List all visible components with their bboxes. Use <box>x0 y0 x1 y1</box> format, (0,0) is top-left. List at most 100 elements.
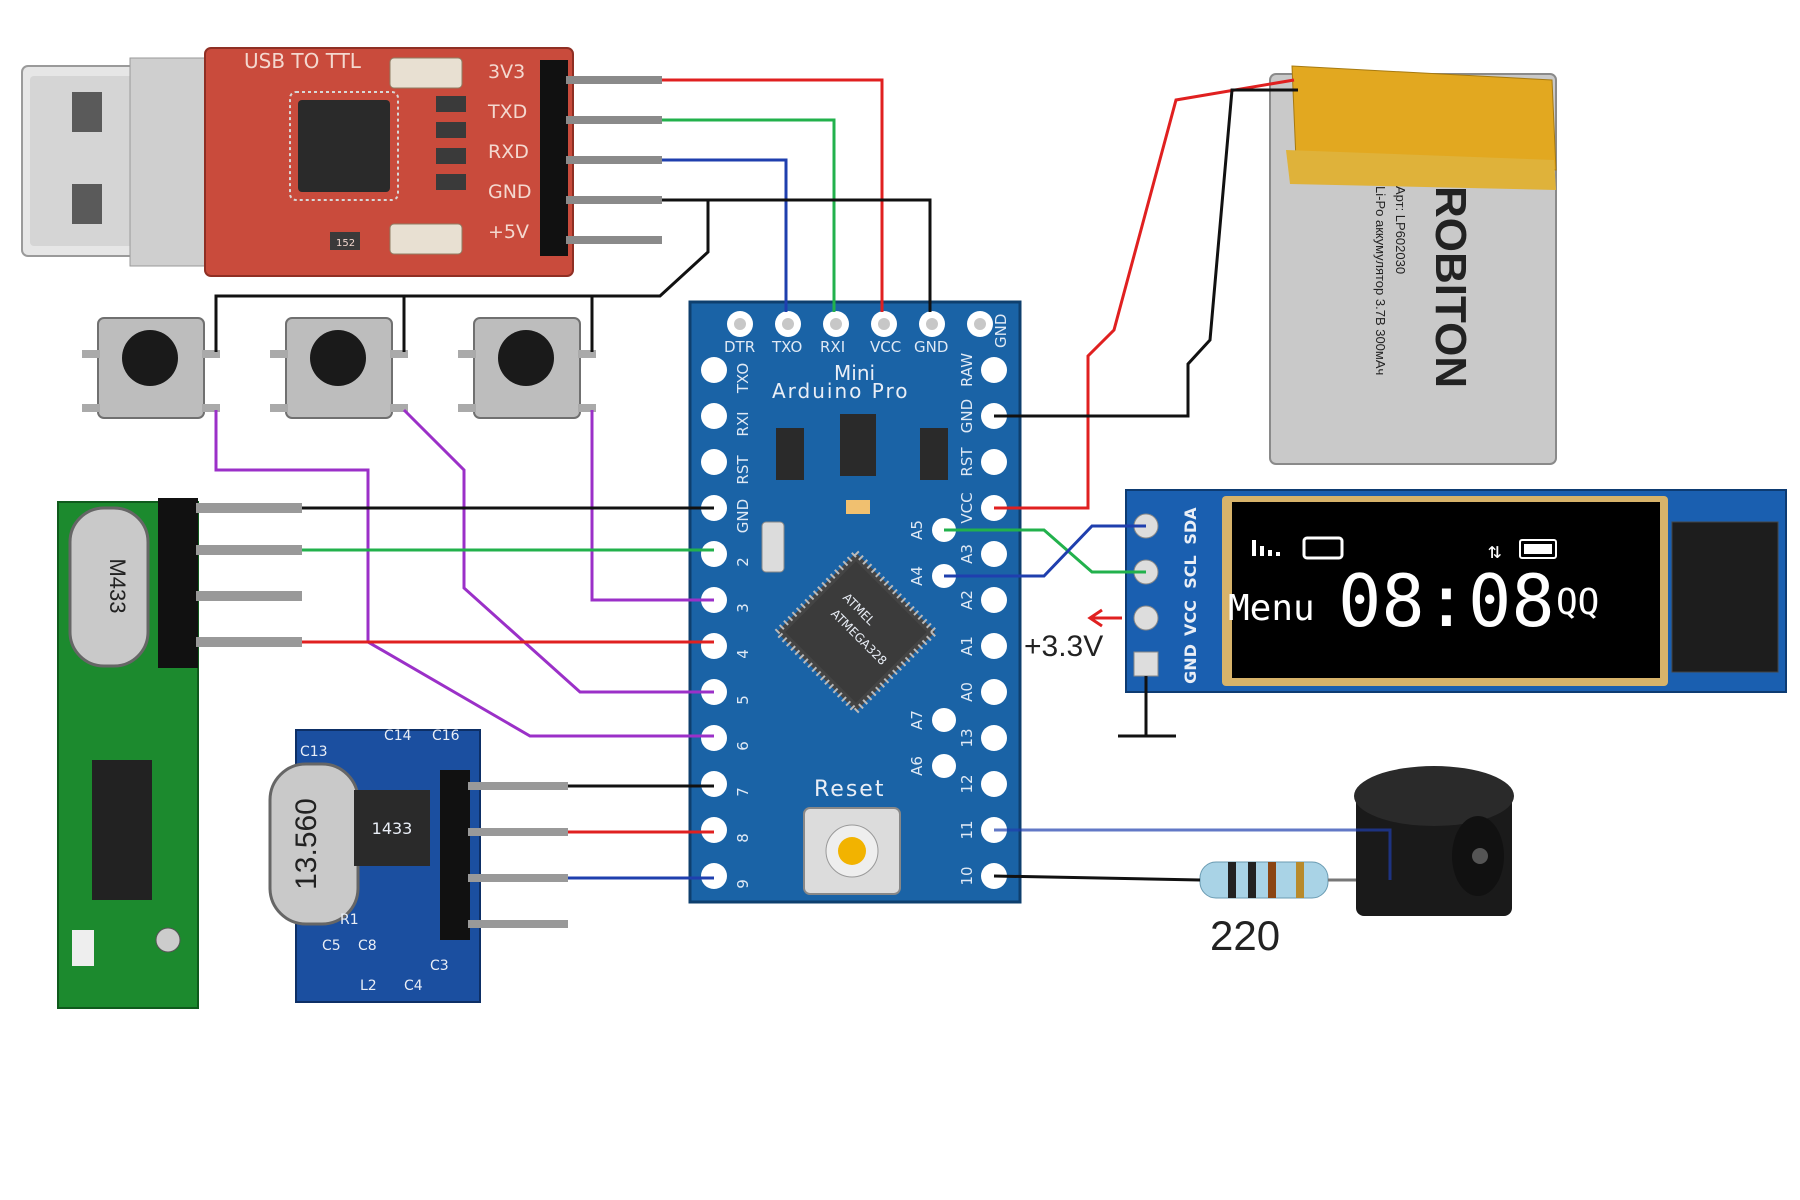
battery-brand: ROBITON <box>1426 186 1475 388</box>
crystal-resonator <box>761 521 785 573</box>
arduino-name-line1: Mini <box>834 361 875 385</box>
signal-icon <box>1252 540 1280 556</box>
wire-rxd-txo <box>662 158 788 312</box>
usb-pin-5v: +5V <box>488 221 529 243</box>
buzzer-top <box>1354 766 1514 826</box>
rf-transmitter-module: 13.560 1433 C13 C14 C16 C5 C8 L2 C4 C3 R… <box>268 728 568 1003</box>
right-pin-13: 13 <box>958 728 976 747</box>
right-pin-a3: A3 <box>958 544 976 564</box>
resistor-value: 220 <box>1210 912 1280 959</box>
wire-battery-minus <box>994 88 1298 418</box>
reset-button-knob <box>838 837 866 865</box>
left-pin-6: 6 <box>734 741 752 751</box>
wire-gnd-buttons <box>214 200 710 352</box>
right-pin-a2: A2 <box>958 590 976 610</box>
left-pin-txo: TXO <box>734 363 752 394</box>
receiver-pin <box>196 545 302 555</box>
message-icon <box>1302 536 1344 560</box>
usb-pin-3v3: 3V3 <box>488 61 525 83</box>
vcc-annotation: +3.3V <box>1024 630 1103 663</box>
usb-pin-gnd: GND <box>488 181 532 203</box>
oled-flex <box>1671 521 1779 673</box>
push-buttons <box>82 317 596 419</box>
right-pin-gnd: GND <box>958 399 976 433</box>
transfer-icon: ⇅ <box>1488 539 1501 564</box>
header-pin <box>566 236 662 244</box>
right-pin-10: 10 <box>958 866 976 885</box>
header-pin <box>566 76 662 84</box>
receiver-pin <box>196 591 302 601</box>
silk-c14: C14 <box>384 728 412 744</box>
rf-receiver-module: M433 <box>57 498 302 1009</box>
resistor-220 <box>1199 861 1329 899</box>
push-button-2 <box>270 317 408 419</box>
left-pin-7: 7 <box>734 787 752 797</box>
usb-ttl-module: USB TO TTL 152 3V3 TXD RXD GND +5V <box>21 47 662 277</box>
wire-button2-pin5 <box>402 408 714 694</box>
oled-pad-gnd <box>1133 651 1159 677</box>
wire-gnd-gnd <box>662 198 932 312</box>
oled-screen <box>1232 502 1660 678</box>
transmitter-crystal-label: 13.560 <box>290 798 323 890</box>
inner-pin-a5: A5 <box>908 520 926 540</box>
battery-desc: Li-Po аккумулятор 3.7В 300мАч <box>1373 186 1388 375</box>
silk-l2: L2 <box>360 978 377 994</box>
led-smd <box>436 174 466 190</box>
inner-pin-a4: A4 <box>908 566 926 586</box>
left-pin-9: 9 <box>734 879 752 889</box>
transmitter-pin <box>468 828 568 836</box>
top-pin-gnd: GND <box>914 338 948 356</box>
wire-3v3-vcc <box>662 78 884 312</box>
usb-pin-rxd: RXD <box>488 141 529 163</box>
capacitor <box>389 223 463 255</box>
receiver-smd <box>72 930 94 966</box>
left-pin-rxi: RXI <box>734 411 752 436</box>
right-pin-raw: RAW <box>958 353 976 387</box>
silk-c13: C13 <box>300 744 328 760</box>
wire-button3-pin3 <box>590 410 714 602</box>
ch340-chip <box>298 100 390 192</box>
smd-label: 152 <box>336 238 355 249</box>
wire-resistor <box>993 874 1201 882</box>
inner-pad-a7 <box>932 708 956 732</box>
top-pin-rxi: RXI <box>820 338 845 356</box>
battery-tape-edge <box>1286 150 1556 190</box>
wires <box>214 78 1392 882</box>
inner-pin-a7: A7 <box>908 710 926 730</box>
usb-ttl-title: USB TO TTL <box>244 49 362 73</box>
receiver-coil <box>155 927 181 953</box>
transmitter-header <box>440 770 470 940</box>
receiver-crystal-label: M433 <box>105 558 130 613</box>
silk-c5: C5 <box>322 938 341 954</box>
oled-pin-vcc: VCC <box>1181 600 1200 636</box>
buzzer-hole <box>1472 848 1488 864</box>
silk-c16: C16 <box>432 728 460 744</box>
transmitter-chip-label: 1433 <box>372 819 413 838</box>
oled-pad-vcc <box>1133 605 1159 631</box>
transmitter-pin <box>468 874 568 882</box>
resistor-body <box>1199 861 1329 899</box>
oled-pin-gnd: GND <box>1181 644 1200 684</box>
right-pin-vcc: VCC <box>958 492 976 523</box>
wire-battery-plus <box>994 78 1295 510</box>
wire-txd-rxi <box>662 118 836 312</box>
voltage-regulator <box>840 414 876 476</box>
led-smd <box>436 148 466 164</box>
oled-time-text: 08:08 <box>1338 559 1555 643</box>
arduino-top-pads <box>727 311 993 337</box>
power-led <box>846 500 870 514</box>
push-button-3 <box>458 317 596 419</box>
right-pin-a0: A0 <box>958 682 976 702</box>
top-pin-txo: TXO <box>771 338 802 356</box>
top-pin-dtr: DTR <box>724 338 755 356</box>
right-pin-a1: A1 <box>958 636 976 656</box>
red-arrow-head <box>1087 608 1103 628</box>
transmitter-pin <box>468 782 568 790</box>
arduino-name-line2: Arduino Pro <box>772 379 909 403</box>
oled-right-text: QQ <box>1556 582 1599 623</box>
wire-button1-pin6 <box>214 410 714 738</box>
lipo-battery: ROBITON Арт: LP602030 Li-Po аккумулятор … <box>1269 65 1557 465</box>
capacitor-smd <box>776 428 804 480</box>
transmitter-pin <box>468 920 568 928</box>
